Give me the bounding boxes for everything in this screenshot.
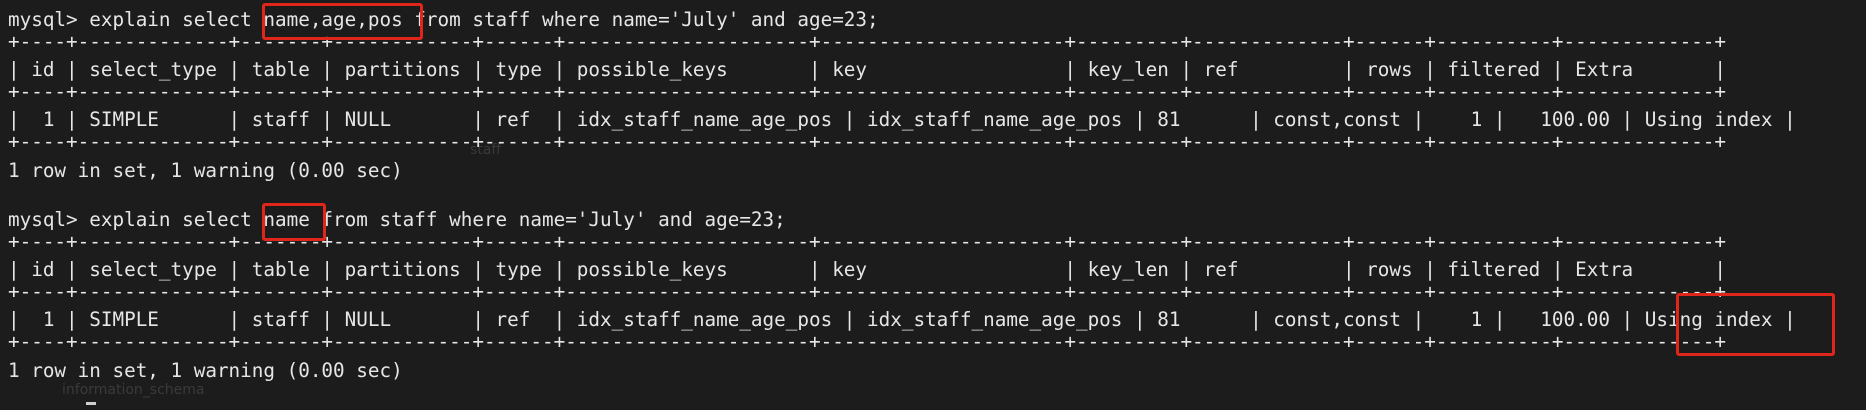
table-header-row: | id | select_type | table | partitions … — [8, 258, 1727, 281]
result-summary-line: 1 row in set, 1 warning (0.00 sec) — [8, 159, 403, 182]
table-data-row: | 1 | SIMPLE | staff | NULL | ref | idx_… — [8, 108, 1796, 131]
highlight-box-name — [262, 203, 326, 241]
table-border-line: +----+-------------+-------+------------… — [8, 280, 1727, 303]
table-border-line: +----+-------------+-------+------------… — [8, 230, 1727, 253]
mysql-prompt-line: mysql> explain select name from staff wh… — [8, 208, 786, 231]
table-border-line: +----+-------------+-------+------------… — [8, 80, 1727, 103]
mysql-prompt-line: mysql> explain select name,age,pos from … — [8, 8, 879, 31]
result-summary-line: 1 row in set, 1 warning (0.00 sec) — [8, 359, 403, 382]
highlight-box-name-age-pos — [262, 3, 423, 40]
table-header-row: | id | select_type | table | partitions … — [8, 58, 1727, 81]
table-border-line: +----+-------------+-------+------------… — [8, 30, 1727, 53]
highlight-box-using-index — [1676, 293, 1835, 356]
background-ghost-text: staff — [470, 142, 502, 158]
table-data-row: | 1 | SIMPLE | staff | NULL | ref | idx_… — [8, 308, 1796, 331]
background-ghost-text: information_schema — [62, 382, 205, 398]
table-border-line: +----+-------------+-------+------------… — [8, 330, 1727, 353]
text-cursor — [86, 402, 96, 405]
table-border-line: +----+-------------+-------+------------… — [8, 130, 1727, 153]
